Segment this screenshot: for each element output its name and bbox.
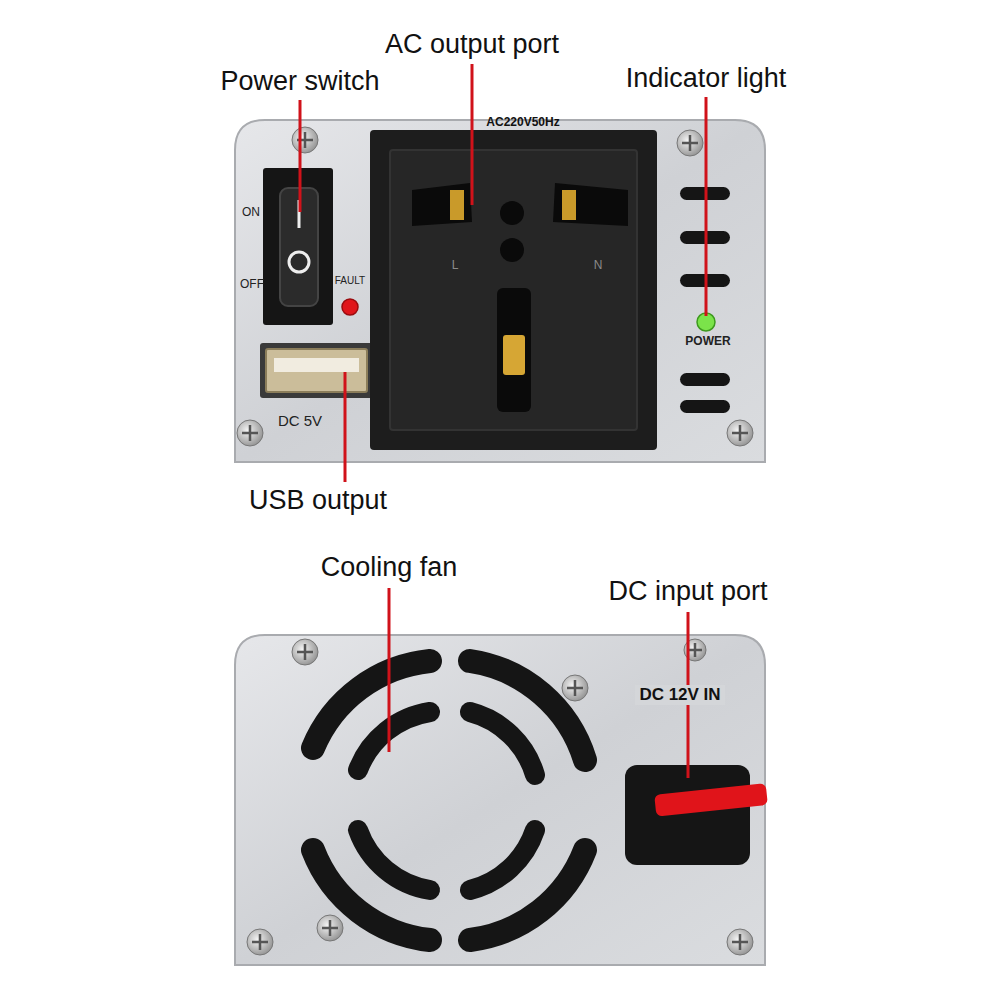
n-contact xyxy=(562,190,576,220)
port-mark: DC 12V IN xyxy=(635,685,724,706)
vent-slot xyxy=(680,400,730,413)
ac-socket xyxy=(370,130,657,450)
callout-label: Cooling fan xyxy=(321,553,458,583)
usb-tongue xyxy=(274,358,359,372)
pin-name: L xyxy=(452,259,459,272)
callout-label: Power switch xyxy=(220,67,379,97)
ac-socket-face xyxy=(390,150,637,430)
screw xyxy=(727,929,753,955)
screw xyxy=(247,929,273,955)
earth-slot xyxy=(497,288,531,412)
red-cable xyxy=(654,783,768,817)
usb-port xyxy=(260,343,373,398)
fan-grille xyxy=(313,661,585,940)
rating-text: AC220V50Hz xyxy=(486,116,559,129)
usb-shell xyxy=(266,349,367,392)
screw xyxy=(317,915,343,941)
pin-name: N xyxy=(594,259,603,272)
led-mark: POWER xyxy=(685,335,730,348)
switch-mark: OFF xyxy=(240,278,264,291)
screw xyxy=(677,130,703,156)
leader-line xyxy=(300,64,706,778)
screw xyxy=(562,675,588,701)
round-hole xyxy=(500,238,524,262)
l-contact xyxy=(450,190,464,220)
round-hole xyxy=(500,201,524,225)
n-slot xyxy=(553,183,628,226)
earth-contact xyxy=(503,335,525,375)
callout-label: AC output port xyxy=(385,30,559,60)
dc-jack xyxy=(625,765,750,865)
switch-housing xyxy=(263,168,333,325)
screw xyxy=(292,639,318,665)
callout-label: USB output xyxy=(249,486,387,516)
callout-label: DC input port xyxy=(608,577,767,607)
vent-slot xyxy=(680,373,730,386)
callout-label: Indicator light xyxy=(626,64,787,94)
screw xyxy=(237,420,263,446)
screw xyxy=(727,420,753,446)
fault-led xyxy=(342,299,358,315)
front-panel xyxy=(235,120,765,462)
screw xyxy=(292,127,318,153)
switch-mark: ON xyxy=(242,206,260,219)
switch-off-mark xyxy=(289,252,309,272)
l-slot xyxy=(412,183,472,226)
led-mark: FAULT xyxy=(335,275,365,286)
port-mark: DC 5V xyxy=(278,413,322,430)
